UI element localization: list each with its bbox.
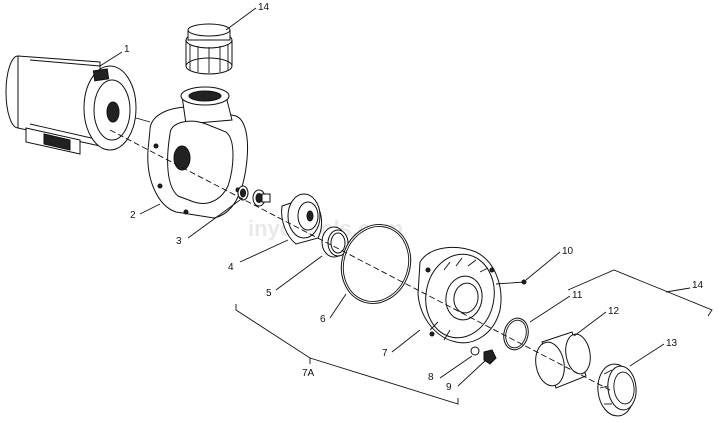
callout-10: 10: [562, 246, 574, 257]
callout-3: 3: [176, 236, 182, 247]
part-motor: [5, 55, 151, 155]
part-union-top: [185, 23, 233, 75]
callout-11: 11: [572, 290, 583, 301]
callout-7a: 7A: [302, 368, 315, 379]
part-shaft-seal: [237, 185, 271, 207]
bracket-7a: [235, 304, 459, 405]
callout-4: 4: [228, 262, 234, 273]
callout-labels: 1 2 3 4 5 6 7 7A 8 9 10 11 12 13 14 14: [124, 2, 704, 393]
callout-5: 5: [266, 288, 272, 299]
leader-lines: [99, 7, 665, 387]
callout-8: 8: [428, 372, 434, 383]
callout-14-top: 14: [258, 2, 270, 13]
part-wear-ring: [321, 226, 349, 258]
callout-1: 1: [124, 44, 130, 55]
shaft-axis-line: [109, 129, 611, 391]
part-screw: [495, 279, 527, 285]
callout-2: 2: [130, 210, 136, 221]
bracket-14: [567, 269, 713, 317]
part-pump-housing: [147, 86, 249, 219]
callout-6: 6: [320, 314, 326, 325]
callout-14-right: 14: [692, 280, 704, 291]
part-tailpiece: [535, 331, 591, 389]
part-o-ring-large: [340, 224, 412, 304]
callout-12: 12: [608, 306, 620, 317]
callout-13: 13: [666, 338, 678, 349]
part-union-nut: [597, 363, 637, 417]
callout-7: 7: [382, 348, 388, 359]
part-drain-plug: [470, 346, 497, 365]
callout-9: 9: [446, 382, 452, 393]
part-front-housing: [417, 246, 502, 344]
part-o-ring-small: [503, 317, 529, 351]
